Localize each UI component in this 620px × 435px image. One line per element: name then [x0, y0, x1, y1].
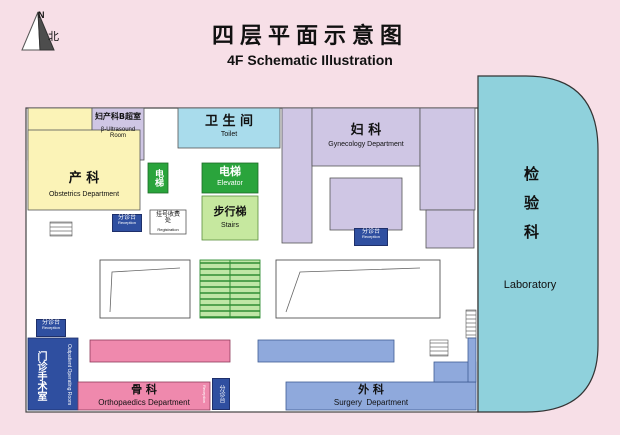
reception-tag-obstetrics: 分诊台 Reception [112, 214, 142, 232]
gynecology-label-cn: 妇 科 [350, 123, 382, 138]
registration-label-cn: 挂号收费处 [156, 211, 181, 225]
laboratory-wing [477, 75, 599, 413]
side-stair-2 [429, 339, 449, 357]
gynecology-label-en: Gynecology Department [328, 141, 404, 148]
reception-tag-gynecology: 分诊台 Reception [354, 228, 388, 246]
elevator-label-en: Elevator [217, 180, 243, 187]
side-stair-1 [49, 221, 73, 237]
orthopaedics-label-en: Orthopaedics Department [98, 398, 190, 407]
room-stairs [201, 195, 259, 241]
atrium-right [275, 259, 441, 319]
orthopaedics-label-cn: 骨 科 [131, 383, 157, 396]
room-registration [149, 209, 187, 235]
laboratory-label-en: Laboratory [503, 279, 557, 291]
laboratory-label-cn: 检验科 [522, 166, 540, 253]
surgery-room-label-en: Outpatient Operating Room [66, 344, 72, 406]
obstetrics-label-en: Obstetrics Department [48, 191, 120, 198]
surgery-label-en: Surgery Department [333, 398, 409, 407]
room-obstetrics [27, 129, 141, 211]
reception-tag-orthopaedics: 分诊台 Reception [202, 378, 230, 410]
room-gyn-left-column [281, 107, 313, 244]
room-outpatient-surgery [27, 337, 79, 411]
room-gyn-right [419, 107, 476, 211]
registration-label-en: Registration [157, 227, 179, 232]
room-orthopaedics [77, 381, 211, 411]
reception-tag-outpatient: 分诊台 Reception [36, 319, 66, 337]
toilet-label-cn: 卫 生 间 [204, 114, 254, 129]
elevator-small-label: 电梯 [153, 169, 163, 187]
compass-north-cn: 北 [48, 30, 59, 43]
compass-north-letter: N [38, 10, 45, 20]
room-toilet [177, 107, 281, 149]
room-blue-bar [257, 339, 395, 363]
room-surgery [285, 381, 477, 411]
room-surgery-edge [467, 337, 477, 383]
surgery-room-label-cn: 门诊手术室 [35, 351, 46, 401]
toilet-label-en: Toilet [220, 131, 238, 138]
page-title-cn: 四层平面示意图 [211, 24, 408, 49]
atrium-left [99, 259, 191, 319]
page-title-en: 4F Schematic Illustration [227, 52, 393, 68]
side-stair-3 [465, 309, 477, 339]
room-elevator [201, 162, 259, 194]
ultrasound-label: 妇产科B超室 β-Ultrasound Room [94, 112, 142, 140]
elevator-label-cn: 电梯 [219, 165, 241, 178]
stairs-label-cn: 步行梯 [213, 205, 247, 218]
surgery-label-cn: 外 科 [358, 383, 384, 396]
stairs-label-en: Stairs [221, 222, 239, 229]
room-gyn-inner [329, 177, 403, 231]
room-pink-bar [89, 339, 231, 363]
obstetrics-label-cn: 产 科 [68, 171, 100, 186]
room-elevator-small [147, 162, 169, 194]
north-arrow-icon [21, 11, 55, 51]
room-gyn-lower [425, 209, 475, 249]
